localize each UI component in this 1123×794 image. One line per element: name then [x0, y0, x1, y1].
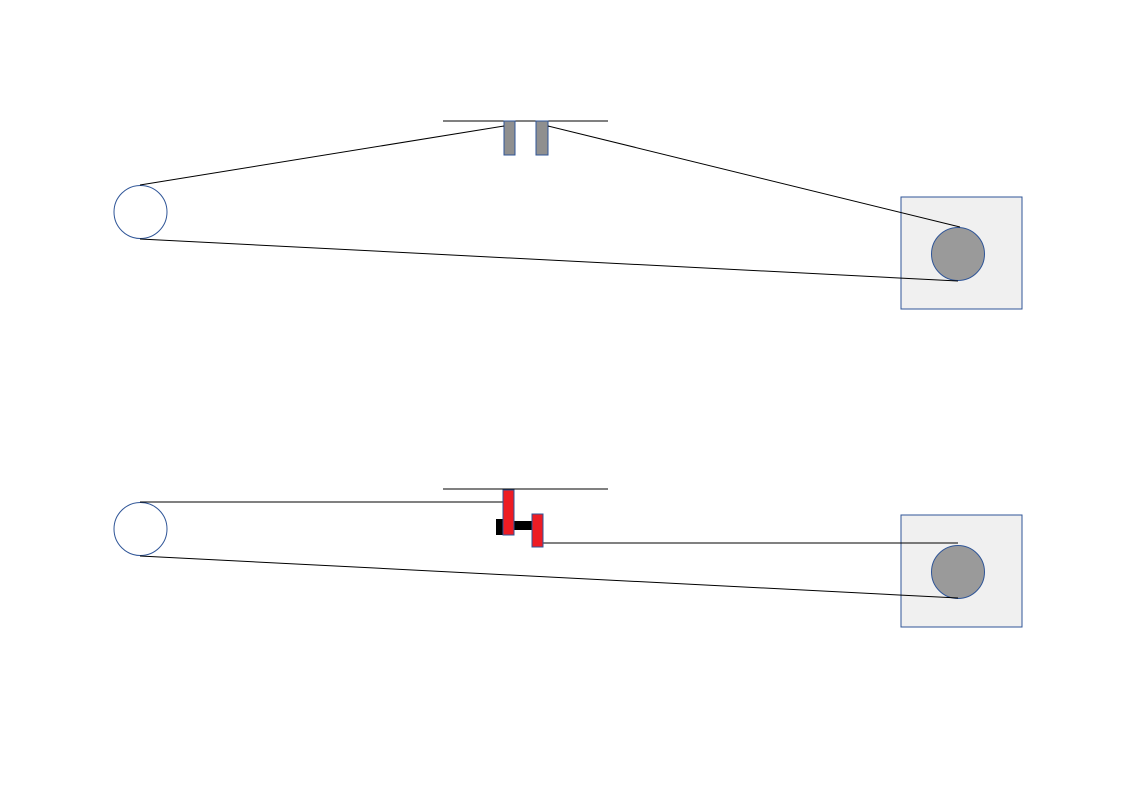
left-clamp	[502, 489, 515, 536]
connector-bar	[496, 519, 504, 535]
drive-wheel	[931, 545, 985, 599]
idler-pulley	[113, 502, 168, 556]
right-clamp	[535, 120, 549, 156]
diagram-clamps-closed	[113, 488, 1023, 628]
diagram-clamps-open	[113, 120, 1023, 310]
drive-wheel	[931, 227, 985, 281]
belt-upper-left	[139, 125, 505, 186]
right-clamp	[531, 513, 544, 548]
idler-pulley	[113, 185, 168, 239]
belt-lower	[139, 555, 959, 599]
belt-lower	[139, 238, 959, 282]
connector-bar	[514, 521, 532, 530]
belt-upper-right	[547, 125, 961, 228]
left-clamp	[503, 120, 516, 156]
